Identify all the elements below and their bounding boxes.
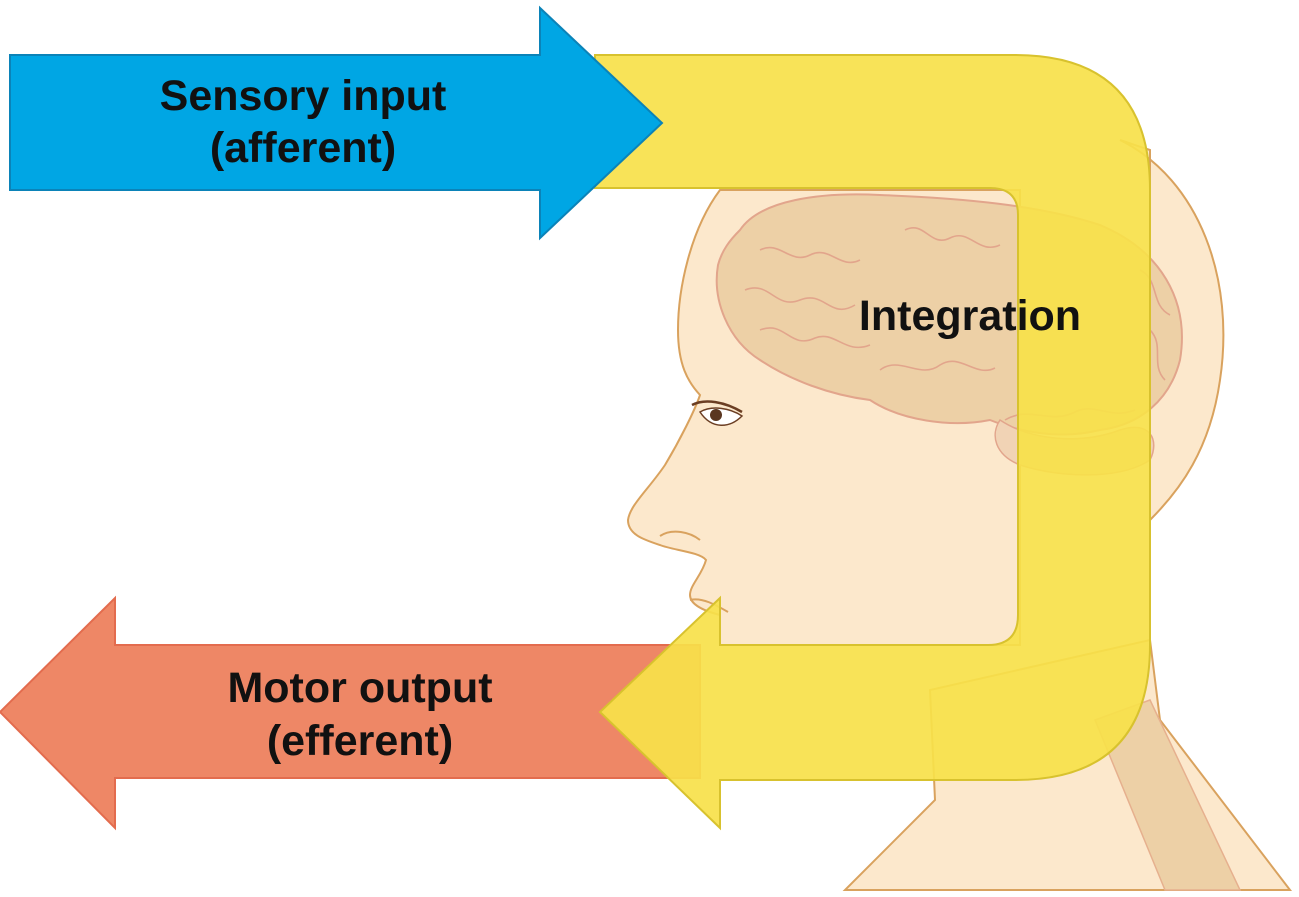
motor-output-arrow	[0, 598, 700, 828]
sensory-afferent-label: (afferent)	[210, 124, 396, 172]
motor-output-label: Motor output	[227, 664, 492, 712]
sensory-input-arrow	[10, 8, 662, 238]
integration-label: Integration	[859, 292, 1081, 340]
sensory-input-label: Sensory input	[160, 72, 447, 120]
motor-efferent-label: (efferent)	[267, 717, 453, 765]
